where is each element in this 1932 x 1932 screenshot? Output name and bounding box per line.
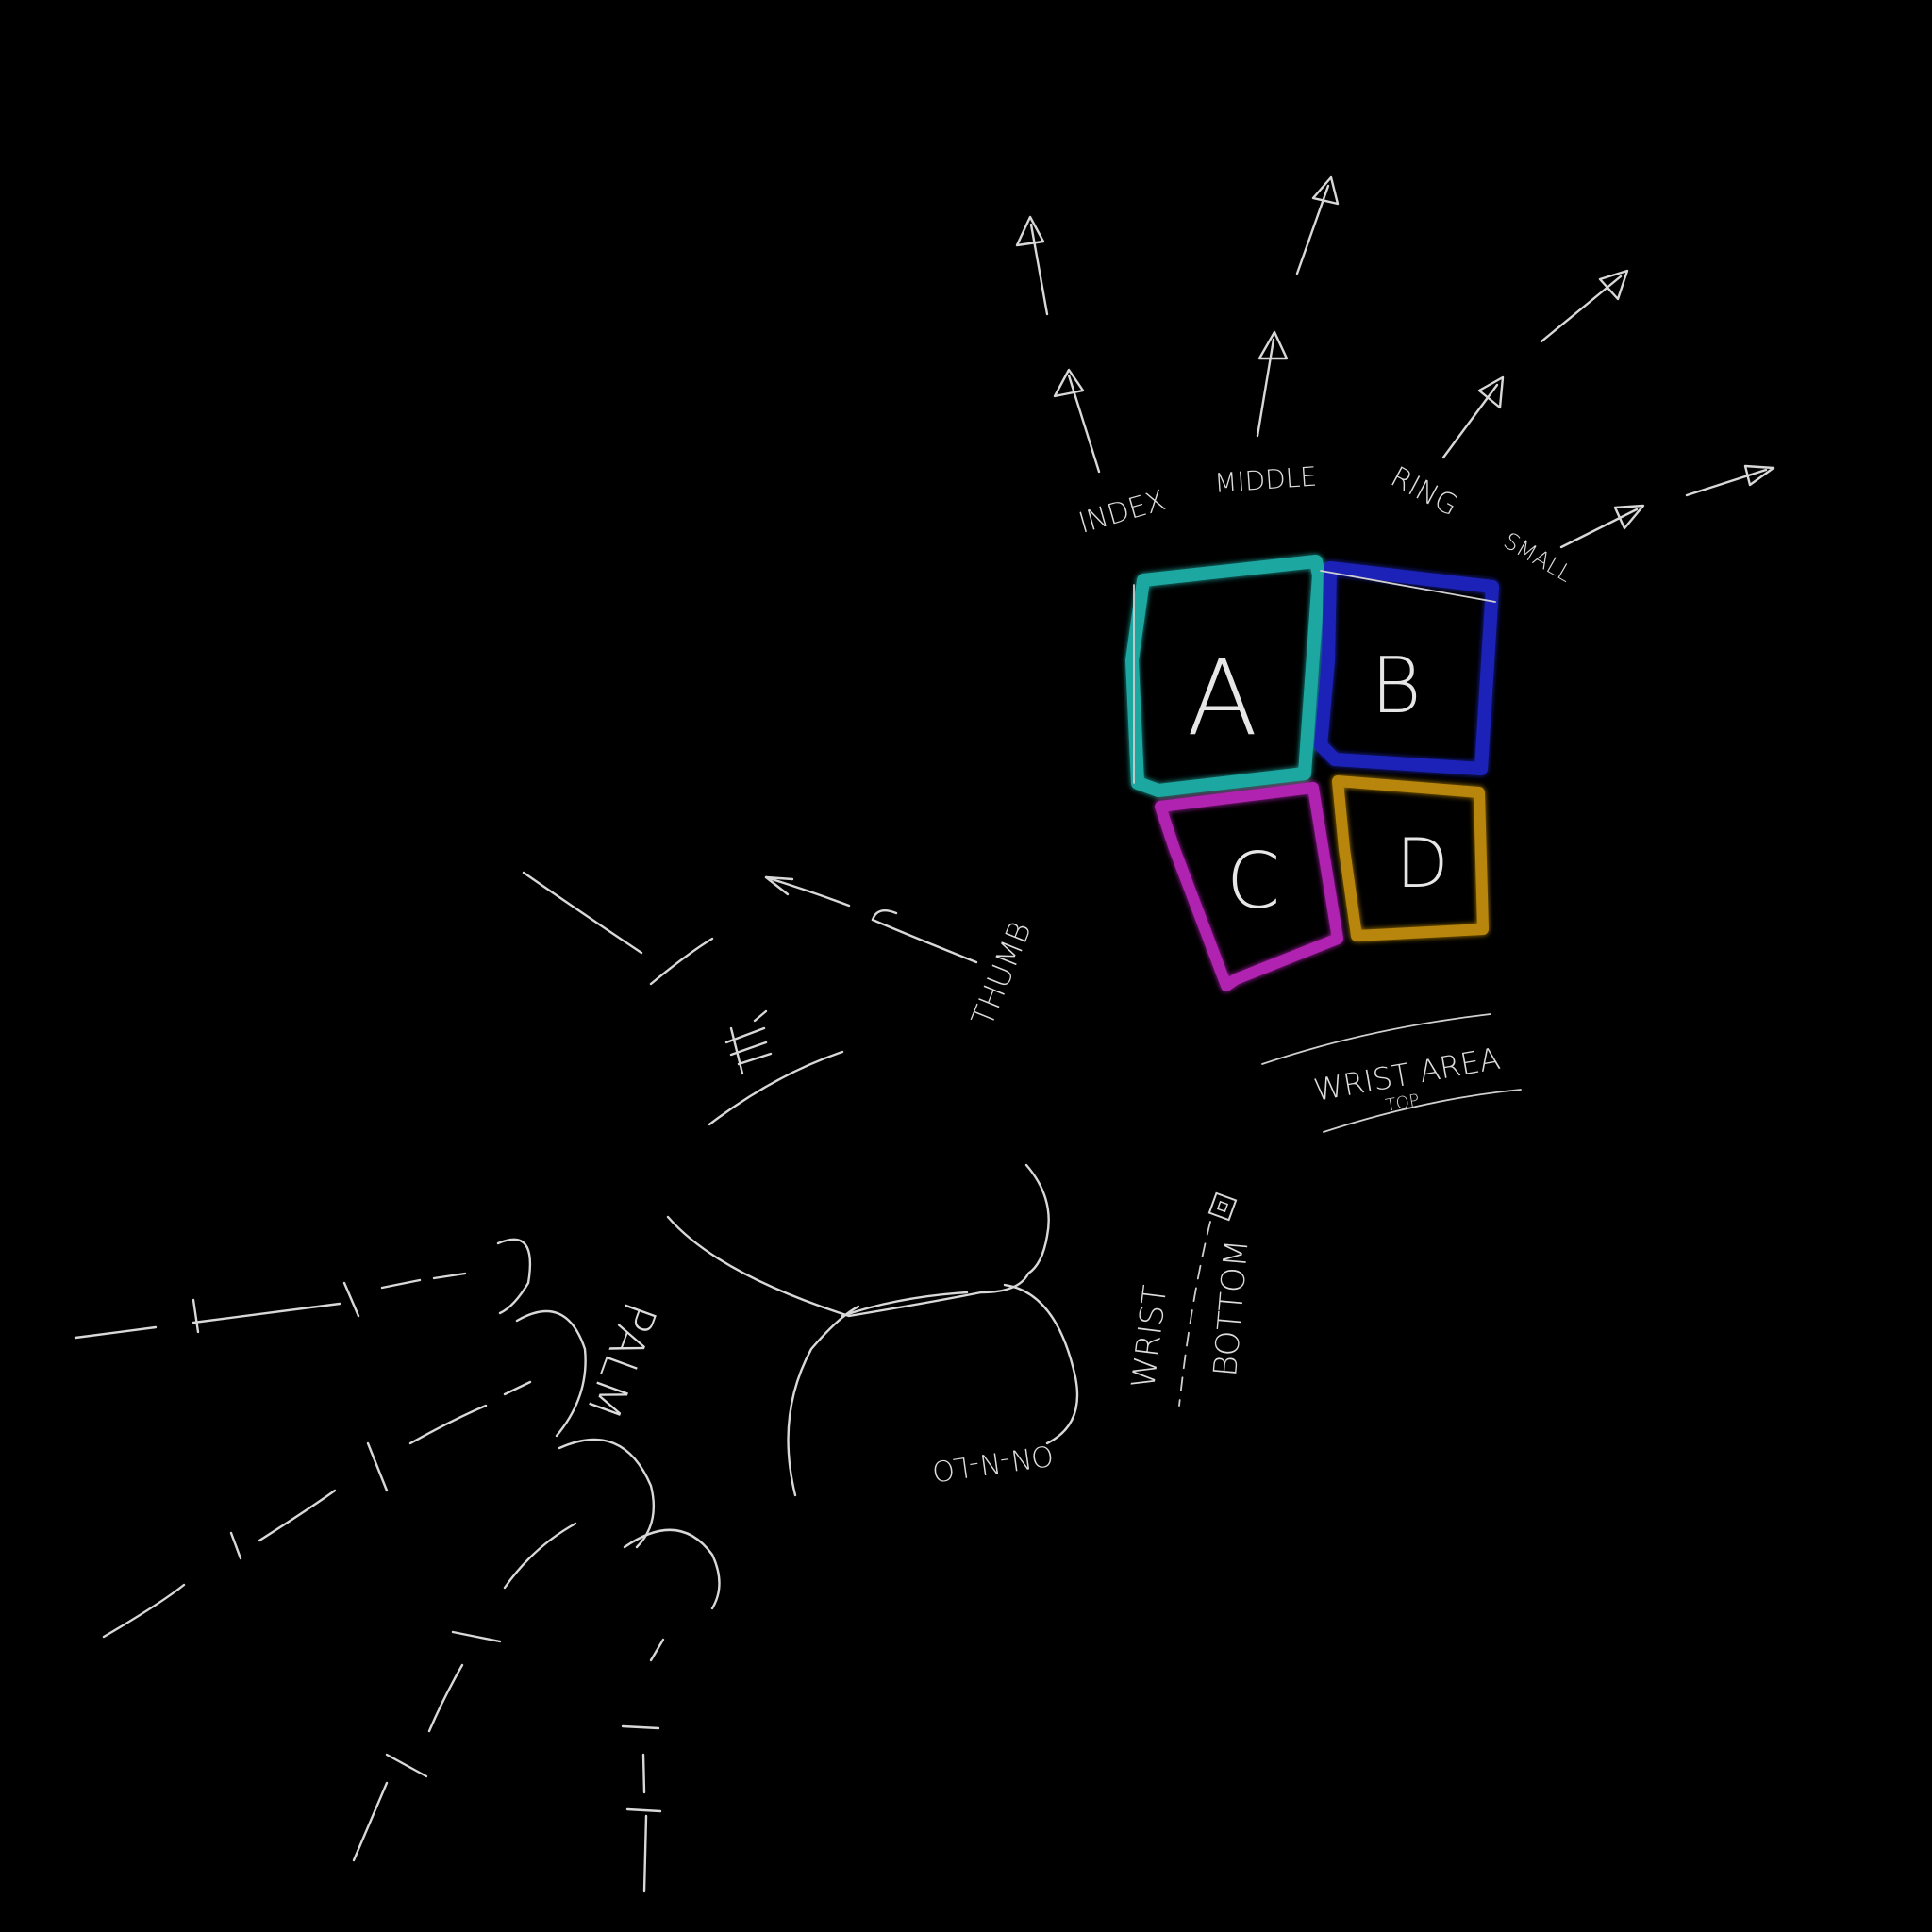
box-b-outline	[1314, 561, 1499, 775]
palm-upper-contour	[666, 1163, 1050, 1318]
ring-label: RING	[1385, 460, 1463, 523]
wrist-label: WRIST	[1124, 1283, 1174, 1391]
box-c-letter: C	[1226, 837, 1280, 926]
ring-arrow-outer	[1540, 269, 1629, 343]
index-arrow-inner	[1053, 368, 1101, 474]
wrist-area-bottom-line	[1323, 1089, 1522, 1133]
ring-arrow-inner	[1441, 375, 1505, 459]
hand-stroke-1	[522, 871, 643, 955]
box-a-outline	[1125, 555, 1325, 797]
thumb-label: THUMB	[964, 917, 1039, 1031]
middle-arrow-outer	[1295, 175, 1340, 275]
box-d-letter: D	[1396, 824, 1448, 903]
thumb-arrow	[764, 875, 978, 964]
finger-3	[352, 1438, 655, 1862]
hand-stroke-3	[708, 1050, 844, 1126]
wrist-bottom-marker-inner	[1216, 1200, 1229, 1213]
crossed-finger-mark	[724, 1009, 773, 1075]
finger-2	[102, 1309, 587, 1639]
palm-label: PALM	[575, 1295, 666, 1425]
small-label: SMALL	[1499, 527, 1577, 588]
middle-arrow-inner	[1256, 330, 1289, 438]
finger-1	[74, 1238, 532, 1340]
hand-stroke-2	[649, 937, 714, 986]
small-arrow-inner	[1559, 504, 1645, 549]
wrist-bottom-dashed-line	[1178, 1221, 1211, 1407]
index-arrow-outer	[1015, 215, 1049, 316]
middle-label: MIDDLE	[1213, 460, 1318, 499]
wrist-bottom-marker	[1208, 1191, 1238, 1222]
finger-4	[621, 1528, 721, 1893]
box-b-letter: B	[1371, 641, 1422, 731]
palm-knuckle-curve	[841, 1291, 969, 1318]
bottom-label: BOTTOM	[1207, 1238, 1257, 1377]
box-d-outline	[1332, 775, 1489, 941]
small-arrow-outer	[1685, 464, 1775, 497]
index-label: INDEX	[1075, 484, 1170, 541]
box-c-outline	[1155, 782, 1343, 991]
wrist-area-top-line	[1261, 1013, 1491, 1065]
box-b-top-edge-stroke	[1320, 570, 1496, 603]
palm-mirrored-note: ON-N-LO	[930, 1438, 1056, 1488]
box-a-letter: A	[1187, 638, 1257, 758]
